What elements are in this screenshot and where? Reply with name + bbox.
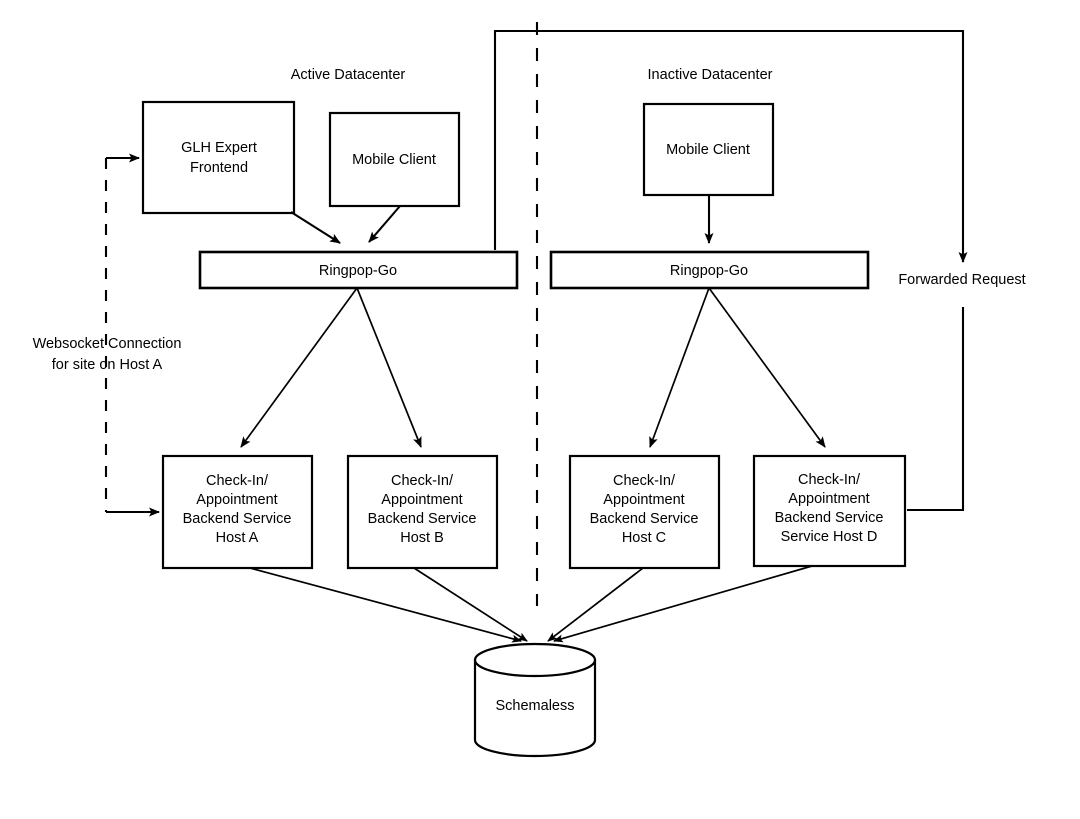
backend-host-c-box[interactable] xyxy=(568,454,721,570)
edge-ringpop-inactive-to-host-d xyxy=(708,287,826,448)
schemaless-label: Schemaless xyxy=(496,698,575,714)
edge-ringpop-active-to-host-b xyxy=(356,287,422,448)
node-backend-host-c[interactable]: Check-In/ Appointment Backend Service Ho… xyxy=(568,454,721,570)
node-mobile-client-active[interactable]: Mobile Client xyxy=(328,111,461,208)
backend-host-a-label-line1: Check-In/ xyxy=(206,473,269,489)
websocket-label-line2: for site on Host A xyxy=(52,357,163,373)
ringpop-go-inactive-label: Ringpop-Go xyxy=(670,263,748,279)
backend-host-c-label-line4: Host C xyxy=(622,530,666,546)
backend-host-a-label-line3: Backend Service xyxy=(183,511,292,527)
backend-host-a-box[interactable] xyxy=(161,454,314,570)
node-glh-expert-frontend[interactable]: GLH Expert Frontend xyxy=(141,100,296,215)
glh-expert-frontend-label-line1: GLH Expert xyxy=(181,140,257,156)
mobile-client-active-box[interactable] xyxy=(328,111,461,208)
node-ringpop-go-active[interactable]: Ringpop-Go xyxy=(198,250,519,290)
backend-host-c-label-line1: Check-In/ xyxy=(613,473,676,489)
edge-host-a-to-schemaless xyxy=(249,567,522,643)
forwarded-request-path-top xyxy=(493,29,968,263)
edge-mobile-active-to-ringpop-active xyxy=(368,205,401,243)
ringpop-go-inactive-box[interactable] xyxy=(549,250,870,290)
backend-host-b-label-line2: Appointment xyxy=(381,492,462,508)
ringpop-go-active-label: Ringpop-Go xyxy=(319,263,397,279)
backend-host-b-label-line1: Check-In/ xyxy=(391,473,454,489)
schemaless-cylinder-top xyxy=(473,642,597,678)
backend-host-d-label-line1: Check-In/ xyxy=(798,472,861,488)
backend-host-b-box[interactable] xyxy=(346,454,499,570)
edge-frontend-to-ringpop-active xyxy=(290,211,341,244)
edge-host-c-to-schemaless xyxy=(547,567,644,642)
ringpop-go-active-box[interactable] xyxy=(198,250,519,290)
backend-host-d-label-line4: Service Host D xyxy=(781,529,878,545)
backend-host-a-label-line2: Appointment xyxy=(196,492,277,508)
backend-host-b-label-line3: Backend Service xyxy=(368,511,477,527)
glh-expert-frontend-box[interactable] xyxy=(141,100,296,215)
mobile-client-active-label: Mobile Client xyxy=(352,152,436,168)
websocket-label-line1: Websocket Connection xyxy=(33,336,182,352)
node-backend-host-d[interactable]: Check-In/ Appointment Backend Service Se… xyxy=(752,454,907,568)
node-backend-host-b[interactable]: Check-In/ Appointment Backend Service Ho… xyxy=(346,454,499,570)
zone-title-inactive: Inactive Datacenter xyxy=(648,67,773,83)
forwarded-request-path-bottom xyxy=(907,307,965,512)
forwarded-request-label: Forwarded Request xyxy=(898,272,1025,288)
backend-host-b-label-line4: Host B xyxy=(400,530,444,546)
edge-host-b-to-schemaless xyxy=(413,567,528,642)
backend-host-a-label-line4: Host A xyxy=(216,530,259,546)
backend-host-d-box[interactable] xyxy=(752,454,907,568)
node-backend-host-a[interactable]: Check-In/ Appointment Backend Service Ho… xyxy=(161,454,314,570)
edge-ringpop-inactive-to-host-c xyxy=(649,287,710,448)
edge-ringpop-active-to-host-a xyxy=(240,287,358,448)
glh-expert-frontend-label-line2: Frontend xyxy=(190,160,248,176)
backend-host-d-label-line3: Backend Service xyxy=(775,510,884,526)
node-ringpop-go-inactive[interactable]: Ringpop-Go xyxy=(549,250,870,290)
zone-title-active: Active Datacenter xyxy=(291,67,406,83)
node-schemaless-datastore[interactable]: Schemaless xyxy=(473,642,597,758)
backend-host-c-label-line3: Backend Service xyxy=(590,511,699,527)
schemaless-cylinder-body[interactable] xyxy=(473,658,597,758)
node-mobile-client-inactive[interactable]: Mobile Client xyxy=(642,102,775,197)
backend-host-c-label-line2: Appointment xyxy=(603,492,684,508)
backend-host-d-label-line2: Appointment xyxy=(788,491,869,507)
mobile-client-inactive-label: Mobile Client xyxy=(666,142,750,158)
edge-host-d-to-schemaless xyxy=(553,565,813,643)
